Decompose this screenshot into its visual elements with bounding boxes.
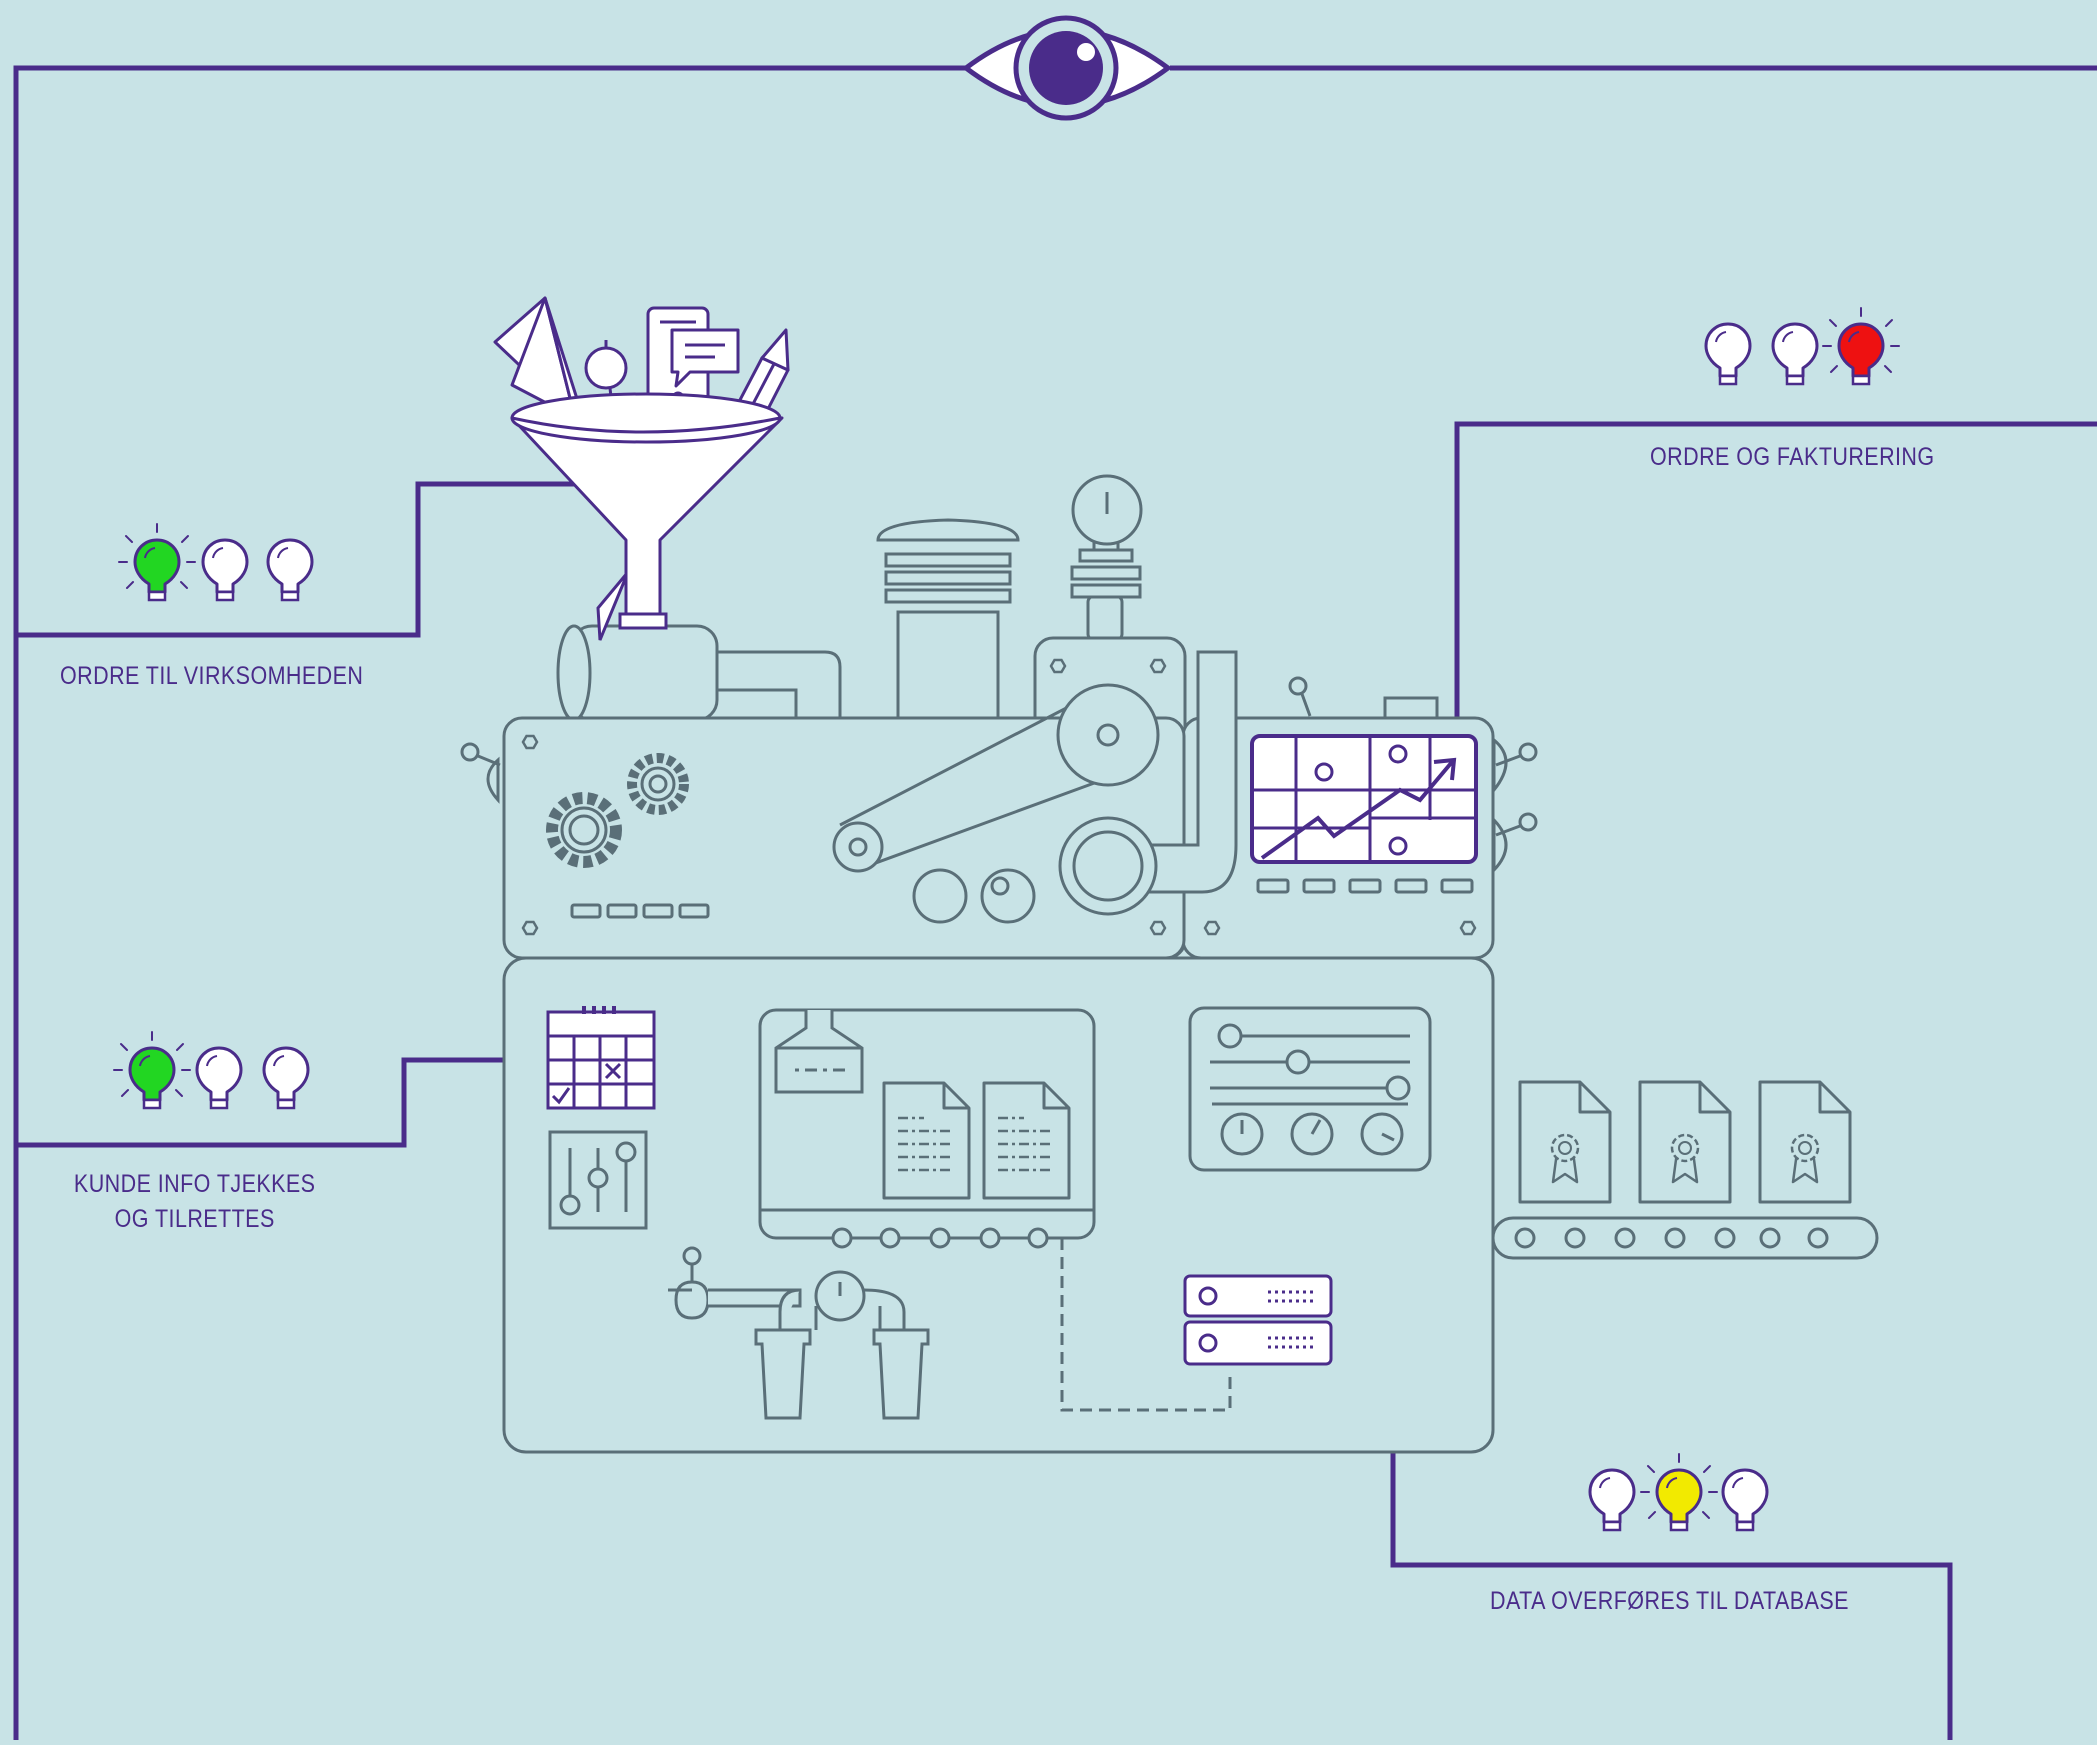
chart-screen-icon xyxy=(1250,734,1478,894)
stage-label-data-overfoeres: DATA OVERFØRES TIL DATABASE xyxy=(1490,1587,1849,1615)
pipes xyxy=(556,474,1143,722)
status-lights-kunde-info xyxy=(113,1031,310,1110)
gear-icon xyxy=(546,792,622,868)
conveyor-belt-icon xyxy=(1491,1216,1879,1260)
lower-machine xyxy=(502,956,1495,1454)
smartphone-icon xyxy=(646,306,740,414)
server-icon xyxy=(1183,1274,1333,1366)
eye-icon xyxy=(961,15,1173,121)
status-lights-ordre-til-virksomheden xyxy=(118,523,314,602)
control-panel xyxy=(1188,1006,1432,1172)
gear-icon-small xyxy=(627,753,689,815)
certificate-document-icon xyxy=(1518,1080,1852,1204)
calendar-icon xyxy=(546,1006,656,1110)
stage-label-ordre-til-virksomheden: ORDRE TIL VIRKSOMHEDEN xyxy=(60,662,364,690)
stage-label-kunde-info-line1: KUNDE INFO TJEKKES xyxy=(73,1170,316,1198)
status-lights-data-overfoeres xyxy=(1588,1453,1769,1532)
stage-label-ordre-og-fakturering: ORDRE OG FAKTURERING xyxy=(1650,443,1935,471)
stage-label-kunde-info-line2: OG TILRETTES xyxy=(114,1205,275,1233)
slider-panel-icon xyxy=(548,1130,648,1230)
funnel-icon xyxy=(493,296,790,641)
lab-equipment xyxy=(668,1246,930,1420)
status-lights-ordre-og-fakturering xyxy=(1704,307,1900,386)
